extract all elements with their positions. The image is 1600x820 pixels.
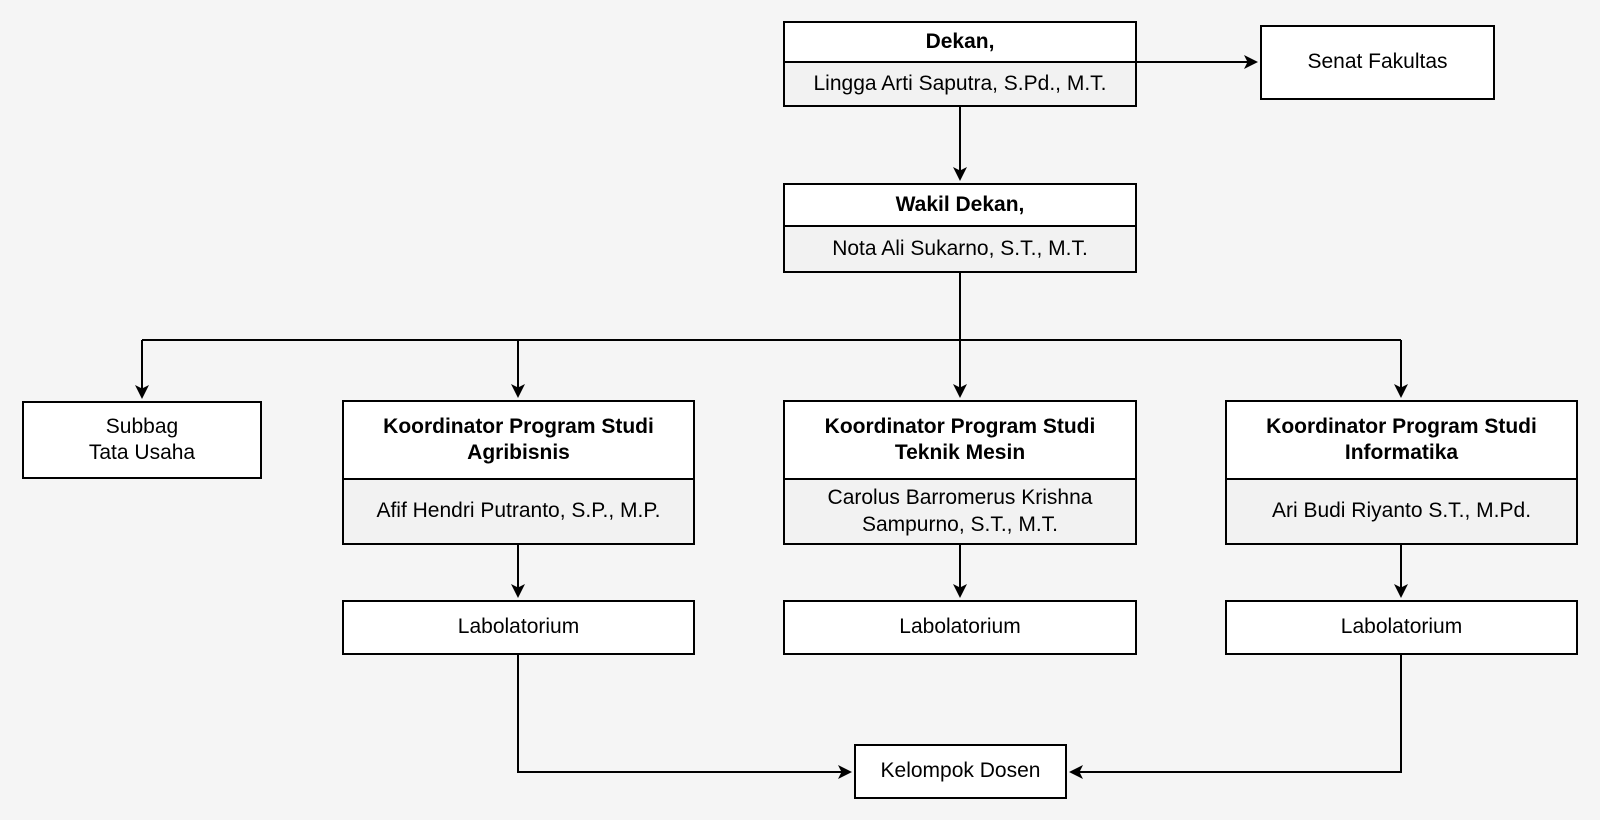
node-koordinator-teknik-mesin: Koordinator Program Studi Teknik Mesin C… bbox=[783, 400, 1137, 545]
lab-informatika-label: Labolatorium bbox=[1340, 615, 1463, 639]
koordinator-agribisnis-title: Koordinator Program Studi Agribisnis bbox=[344, 402, 693, 480]
koordinator-teknik-mesin-title: Koordinator Program Studi Teknik Mesin bbox=[785, 402, 1135, 480]
koordinator-informatika-title: Koordinator Program Studi Informatika bbox=[1227, 402, 1576, 480]
node-lab-agribisnis: Labolatorium bbox=[342, 600, 695, 655]
wakil-dekan-name: Nota Ali Sukarno, S.T., M.T. bbox=[785, 227, 1135, 271]
wakil-dekan-title: Wakil Dekan, bbox=[785, 185, 1135, 227]
node-lab-informatika: Labolatorium bbox=[1225, 600, 1578, 655]
dekan-name: Lingga Arti Saputra, S.Pd., M.T. bbox=[785, 63, 1135, 105]
subbag-tata-usaha-label: Subbag Tata Usaha bbox=[88, 414, 196, 464]
node-wakil-dekan: Wakil Dekan, Nota Ali Sukarno, S.T., M.T… bbox=[783, 183, 1137, 273]
senat-fakultas-label: Senat Fakultas bbox=[1307, 50, 1448, 74]
node-senat-fakultas: Senat Fakultas bbox=[1260, 25, 1495, 100]
node-dekan: Dekan, Lingga Arti Saputra, S.Pd., M.T. bbox=[783, 21, 1137, 107]
lab-agribisnis-label: Labolatorium bbox=[457, 615, 580, 639]
koordinator-informatika-name: Ari Budi Riyanto S.T., M.Pd. bbox=[1227, 480, 1576, 543]
lab-teknik-mesin-label: Labolatorium bbox=[899, 615, 1021, 639]
koordinator-agribisnis-name: Afif Hendri Putranto, S.P., M.P. bbox=[344, 480, 693, 543]
node-koordinator-informatika: Koordinator Program Studi Informatika Ar… bbox=[1225, 400, 1578, 545]
node-lab-teknik-mesin: Labolatorium bbox=[783, 600, 1137, 655]
connector-lab1-kelompok-dosen bbox=[517, 655, 852, 779]
kelompok-dosen-label: Kelompok Dosen bbox=[880, 759, 1041, 783]
node-subbag-tata-usaha: Subbag Tata Usaha bbox=[22, 401, 262, 479]
node-kelompok-dosen: Kelompok Dosen bbox=[854, 744, 1067, 799]
koordinator-teknik-mesin-name: Carolus Barromerus Krishna Sampurno, S.T… bbox=[785, 480, 1135, 543]
node-koordinator-agribisnis: Koordinator Program Studi Agribisnis Afi… bbox=[342, 400, 695, 545]
dekan-title: Dekan, bbox=[785, 23, 1135, 63]
connector-lab3-kelompok-dosen bbox=[1069, 655, 1402, 779]
